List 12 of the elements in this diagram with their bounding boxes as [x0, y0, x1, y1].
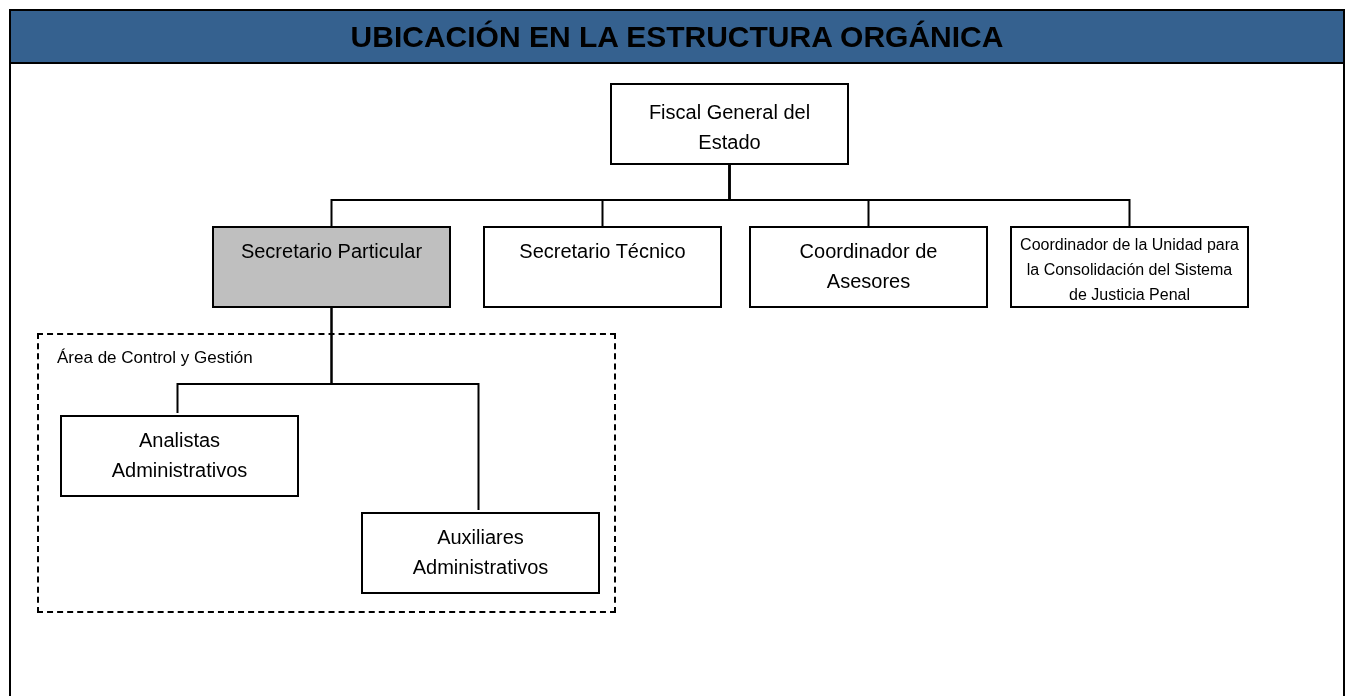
- org-box: Coordinador de Asesores: [749, 226, 988, 308]
- org-box: Fiscal General del Estado: [610, 83, 849, 165]
- connector-line: [728, 164, 1131, 227]
- org-box: Auxiliares Administrativos: [361, 512, 600, 594]
- org-box: Analistas Administrativos: [60, 415, 299, 497]
- connector-line: [330, 307, 480, 511]
- org-box: Coordinador de la Unidad para la Consolidación del Sistema de Justicia Penal: [1010, 226, 1249, 308]
- title-banner: UBICACIÓN EN LA ESTRUCTURA ORGÁNICA: [9, 9, 1345, 64]
- org-box: Secretario Técnico: [483, 226, 722, 308]
- group-label: Área de Control y Gestión: [57, 347, 253, 369]
- org-box: Secretario Particular: [212, 226, 451, 308]
- group-frame: [37, 333, 616, 613]
